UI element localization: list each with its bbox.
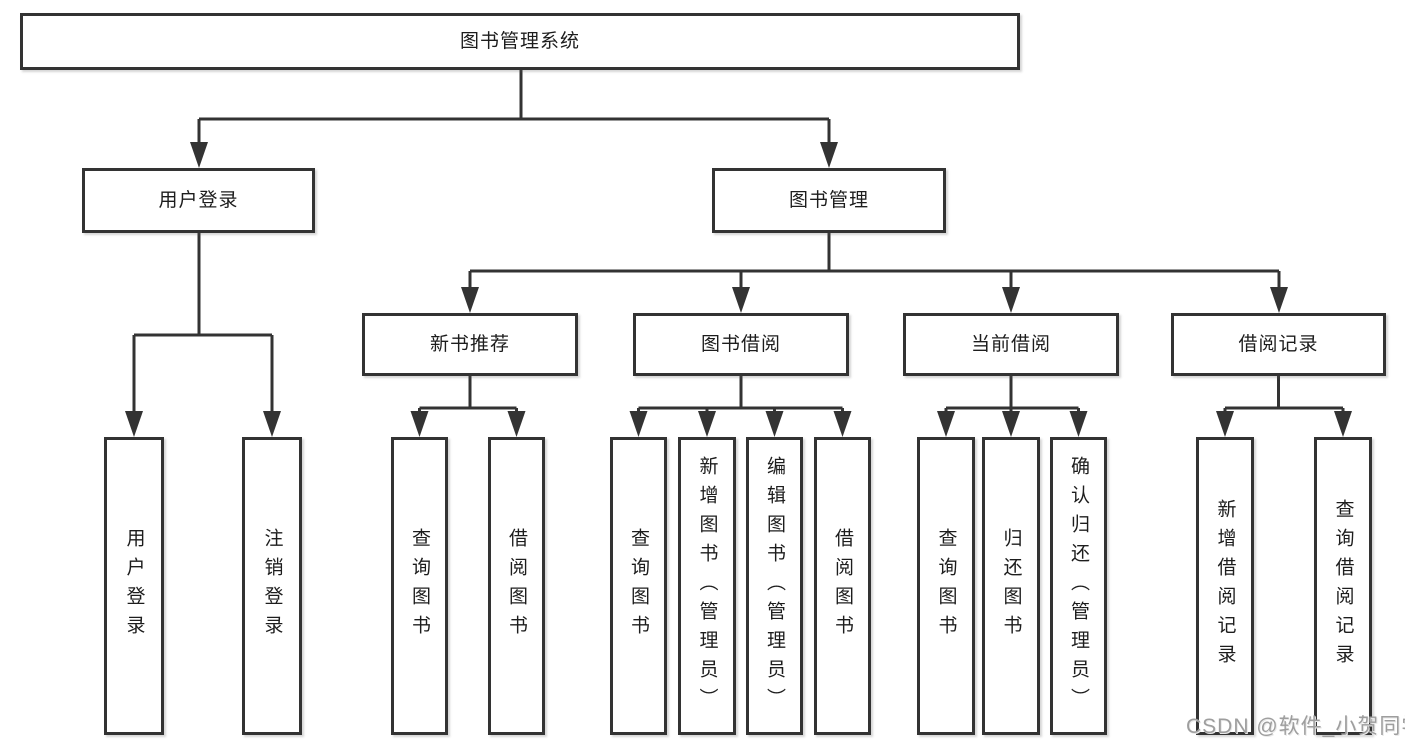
leaf-query-books-current: 查询图书 — [917, 437, 975, 735]
leaf-return-books: 归还图书 — [982, 437, 1040, 735]
node-current-borrowing: 当前借阅 — [903, 313, 1119, 376]
leaf-query-borrow-record: 查询借阅记录 — [1314, 437, 1372, 735]
leaf-query-books-borrowing: 查询图书 — [610, 437, 667, 735]
leaf-borrow-books-recommend: 借阅图书 — [488, 437, 545, 735]
node-book-borrowing: 图书借阅 — [633, 313, 849, 376]
leaf-add-borrow-record: 新增借阅记录 — [1196, 437, 1254, 735]
leaf-confirm-return-admin: 确认归还（管理员） — [1050, 437, 1107, 735]
node-book-management: 图书管理 — [712, 168, 946, 233]
leaf-edit-books-admin: 编辑图书（管理员） — [746, 437, 803, 735]
node-library-management-system: 图书管理系统 — [20, 13, 1020, 70]
node-borrowing-records: 借阅记录 — [1171, 313, 1386, 376]
leaf-borrow-books-borrowing: 借阅图书 — [814, 437, 871, 735]
leaf-user-login: 用户登录 — [104, 437, 164, 735]
watermark-text: CSDN @软件_小贺同学 — [1186, 715, 1405, 738]
leaf-query-books-recommend: 查询图书 — [391, 437, 448, 735]
leaf-add-books-admin: 新增图书（管理员） — [678, 437, 736, 735]
node-new-book-recommendation: 新书推荐 — [362, 313, 578, 376]
node-user-login: 用户登录 — [82, 168, 315, 233]
leaf-logout: 注销登录 — [242, 437, 302, 735]
